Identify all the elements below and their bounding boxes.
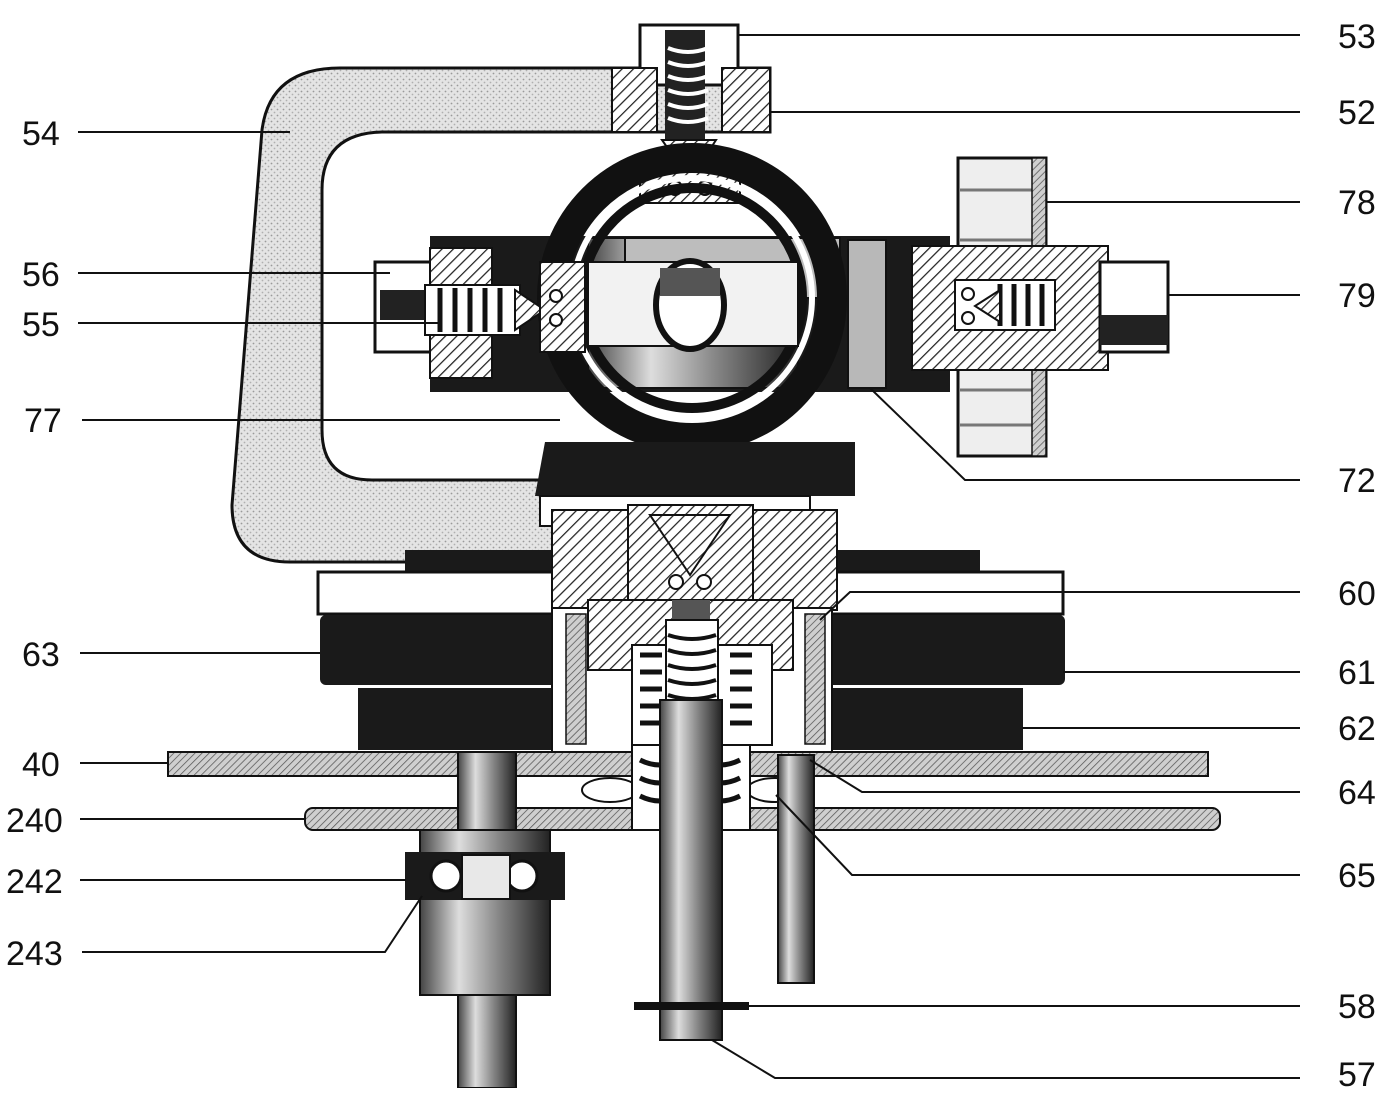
label-56: 56	[22, 256, 60, 294]
label-63: 63	[22, 636, 60, 674]
label-78: 78	[1338, 184, 1376, 222]
label-55: 55	[22, 306, 60, 344]
inner-tube	[587, 258, 799, 352]
label-240: 240	[6, 802, 63, 840]
right-pivot-assembly	[911, 156, 1170, 458]
label-40: 40	[22, 746, 60, 784]
label-243: 243	[6, 935, 63, 973]
label-242: 242	[6, 863, 63, 901]
label-72: 72	[1338, 462, 1376, 500]
label-57: 57	[1338, 1056, 1376, 1088]
label-53: 53	[1338, 18, 1376, 56]
label-52: 52	[1338, 94, 1376, 132]
label-54: 54	[22, 115, 60, 153]
left-pivot-assembly	[373, 247, 586, 379]
label-64: 64	[1338, 774, 1376, 812]
central-shaft	[634, 699, 815, 1041]
label-77: 77	[24, 402, 62, 440]
reference-labels: 54 56 55 77 63 40 240 242 243 53 52 78 7…	[6, 18, 1376, 1093]
plate-240	[304, 807, 1221, 831]
leader-lines	[78, 34, 1300, 1079]
label-61: 61	[1338, 654, 1376, 692]
label-60: 60	[1338, 575, 1376, 613]
label-79: 79	[1338, 277, 1376, 315]
side-shaft-assembly	[405, 751, 565, 1089]
label-65: 65	[1338, 857, 1376, 895]
label-58: 58	[1338, 988, 1376, 1026]
label-62: 62	[1338, 710, 1376, 748]
